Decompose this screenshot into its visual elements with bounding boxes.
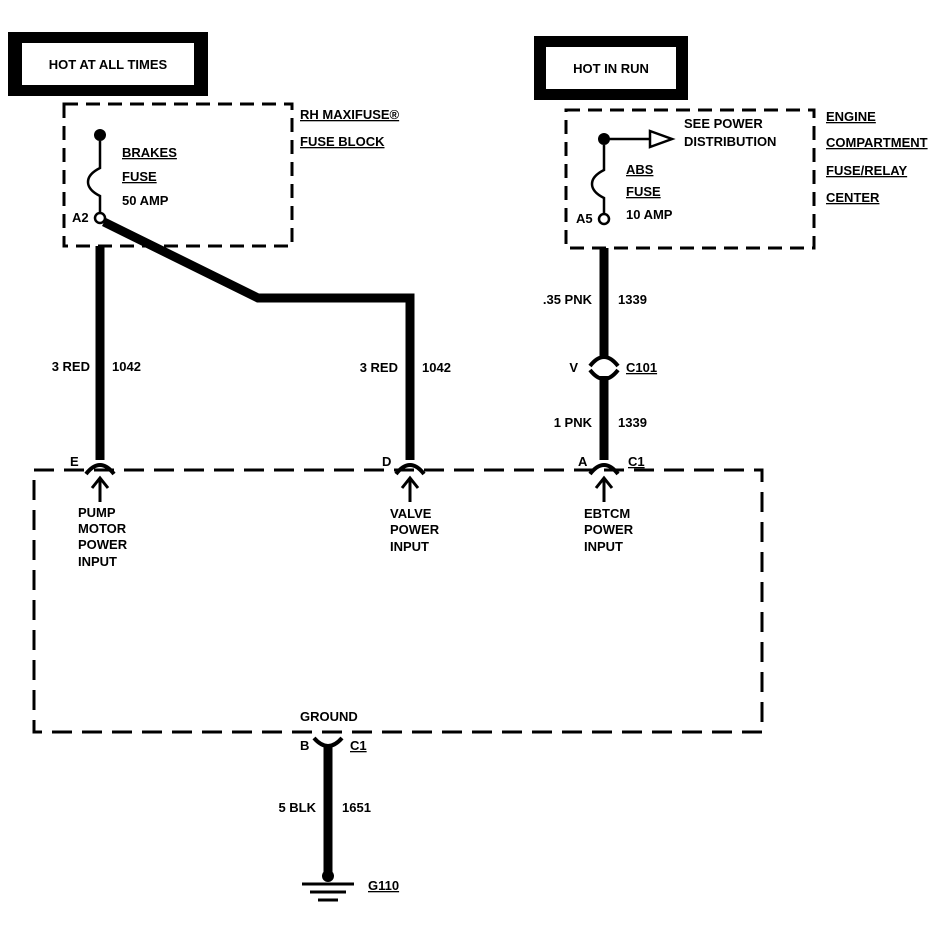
brakes-fuse-word: FUSE	[122, 169, 157, 184]
pin-a-label: A	[578, 454, 588, 469]
fuse-block-title: FUSE BLOCK	[300, 134, 385, 149]
center-label: CENTER	[826, 190, 880, 205]
ebtcm-input-line2: POWER	[584, 522, 634, 537]
abs-lower-wire-color: 1 PNK	[554, 415, 593, 430]
see-power-line1: SEE POWER	[684, 116, 763, 131]
ground-wire-circuit: 1651	[342, 800, 371, 815]
connector-c101: V C101	[569, 355, 657, 381]
terminal-a2-label: A2	[72, 210, 89, 225]
source-hot-in-run: HOT IN RUN	[534, 36, 688, 100]
abs-fuse-word: FUSE	[626, 184, 661, 199]
pump-wire-color: 3 RED	[52, 359, 90, 374]
brakes-fuse-symbol	[86, 141, 102, 212]
abs-fuse-rating: 10 AMP	[626, 207, 673, 222]
pump-wire-circuit: 1042	[112, 359, 141, 374]
wire-valve-1042	[102, 217, 415, 460]
pump-input-line4: INPUT	[78, 554, 117, 569]
source-hot-at-all-times: HOT AT ALL TIMES	[8, 32, 208, 96]
pump-input-line2: MOTOR	[78, 521, 127, 536]
module-connector-c1: C1	[628, 454, 645, 469]
terminal-a2	[93, 211, 107, 225]
connector-pin-d: D	[382, 454, 426, 502]
ground-g110-label: G110	[368, 878, 399, 893]
abs-lower-wire-circuit: 1339	[618, 415, 647, 430]
ground-pin-label: B	[300, 738, 309, 753]
pin-d-label: D	[382, 454, 391, 469]
connector-ground-b: GROUND B C1	[300, 709, 367, 753]
brakes-fuse-name: BRAKES	[122, 145, 177, 160]
see-power-line2: DISTRIBUTION	[684, 134, 776, 149]
abs-upper-wire-circuit: 1339	[618, 292, 647, 307]
brakes-fuse-rating: 50 AMP	[122, 193, 169, 208]
ground-symbol-icon	[302, 870, 354, 902]
c101-name: C101	[626, 360, 657, 375]
compartment-label: COMPARTMENT	[826, 135, 928, 150]
terminal-a5-label: A5	[576, 211, 593, 226]
ebtcm-input-line1: EBTCM	[584, 506, 630, 521]
ground-connector-c1: C1	[350, 738, 367, 753]
valve-input-line2: POWER	[390, 522, 440, 537]
fuse-relay-label: FUSE/RELAY	[826, 163, 907, 178]
abs-fuse-name: ABS	[626, 162, 654, 177]
pump-input-line1: PUMP	[78, 505, 116, 520]
fuse-input-node	[94, 129, 106, 141]
source-hot-in-run-label: HOT IN RUN	[573, 61, 649, 76]
connector-pin-a: A C1	[578, 454, 645, 502]
pin-e-label: E	[70, 454, 79, 469]
abs-upper-wire-color: .35 PNK	[543, 292, 593, 307]
abs-fuse-symbol	[590, 145, 606, 213]
rh-maxifuse-title: RH MAXIFUSE®	[300, 107, 400, 122]
rh-maxifuse-block: A2 BRAKES FUSE 50 AMP RH MAXIFUSE® FUSE …	[62, 102, 400, 248]
engine-compartment-fuse-relay-center: A5 ABS FUSE 10 AMP SEE POWER DISTRIBUTIO…	[564, 108, 928, 250]
c101-pin: V	[569, 360, 578, 375]
terminal-a5	[597, 212, 611, 226]
valve-wire-color: 3 RED	[360, 360, 398, 375]
valve-input-line1: VALVE	[390, 506, 432, 521]
pump-input-line3: POWER	[78, 537, 128, 552]
ebtcm-input-line3: INPUT	[584, 539, 623, 554]
valve-wire-circuit: 1042	[422, 360, 451, 375]
ground-label: GROUND	[300, 709, 358, 724]
source-hot-at-all-times-label: HOT AT ALL TIMES	[49, 57, 168, 72]
connector-pin-e: E	[70, 454, 116, 502]
valve-input-line3: INPUT	[390, 539, 429, 554]
engine-label: ENGINE	[826, 109, 876, 124]
ground-wire-color: 5 BLK	[278, 800, 316, 815]
arrow-head-icon	[648, 129, 676, 149]
